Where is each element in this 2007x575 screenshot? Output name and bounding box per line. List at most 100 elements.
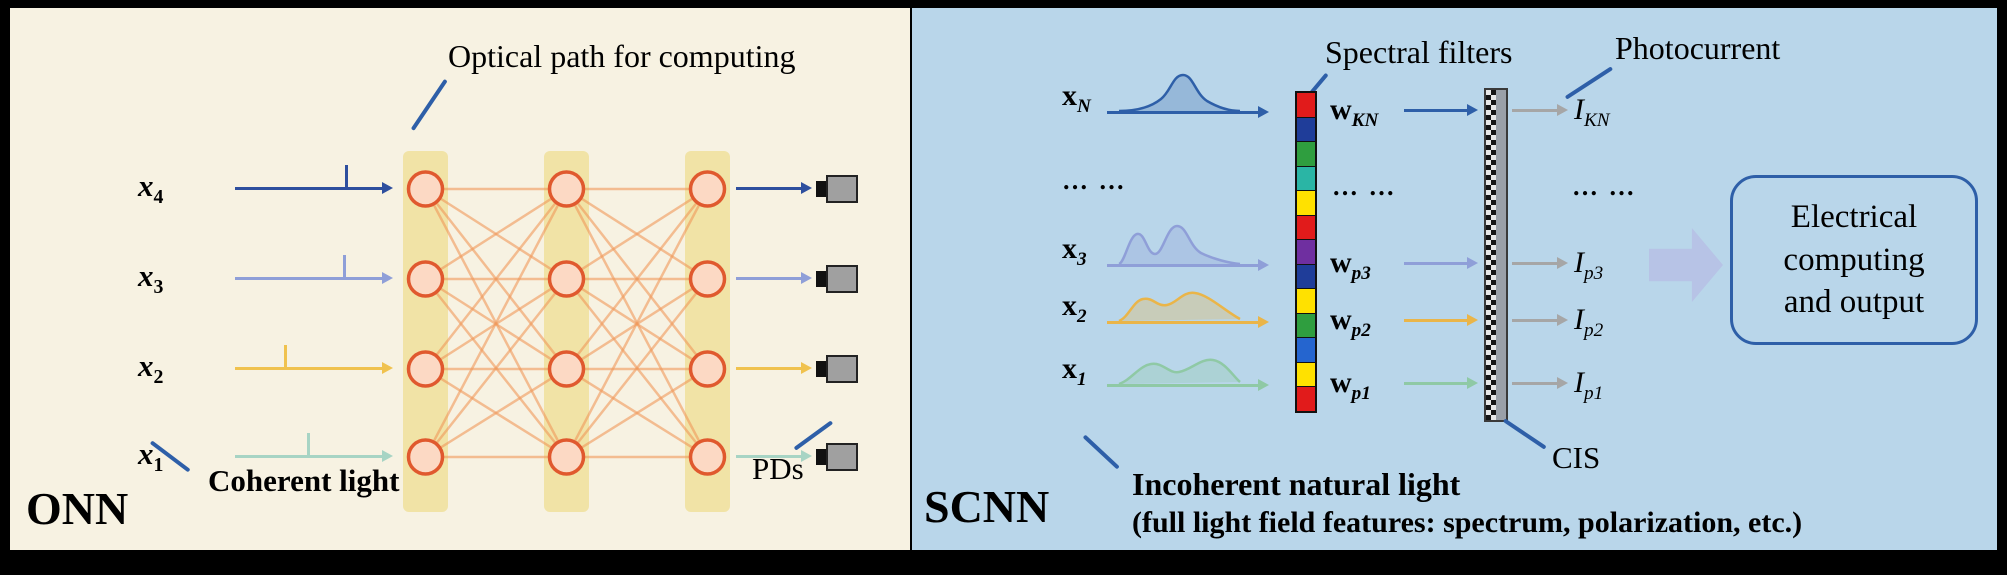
- w-base: w: [1330, 303, 1352, 336]
- onn-network: [406, 170, 727, 476]
- weight-label-wp3: wp3: [1330, 246, 1371, 283]
- input-label-base: x: [138, 436, 154, 471]
- weight-label-wp2: wp2: [1330, 303, 1371, 340]
- current-ellipsis: … …: [1572, 172, 1637, 201]
- spectrum-curve-x3: [1118, 224, 1241, 266]
- w-sub: KN: [1351, 110, 1379, 131]
- input-pulse-x3: [343, 255, 346, 277]
- block-arrow-icon: [1649, 228, 1723, 302]
- x-sub: 1: [1077, 369, 1087, 390]
- pd-stub: [816, 449, 826, 465]
- optical-path-label: Optical path for computing: [448, 38, 796, 74]
- weight-label-wp1: wp1: [1330, 366, 1371, 403]
- scnn-input-label-x1: x1: [1062, 352, 1087, 389]
- filter-cell: [1297, 142, 1315, 167]
- input-arrow-x3: [235, 272, 393, 284]
- x-sub: 2: [1077, 306, 1087, 327]
- pd-body: [826, 443, 858, 471]
- input-label-base: x: [138, 168, 154, 203]
- photocurrent-arrow-Ip2: [1512, 314, 1568, 326]
- input-label-sub: 3: [153, 276, 164, 299]
- i-sub: p3: [1584, 263, 1604, 284]
- coherent-light-label: Coherent light: [208, 463, 400, 498]
- filter-cell: [1297, 264, 1315, 290]
- input-label-sub: 2: [153, 366, 164, 389]
- cis-pointer-line: [1502, 418, 1547, 450]
- x-base: x: [1062, 289, 1077, 322]
- scnn-input-label-x2: x2: [1062, 289, 1087, 326]
- incoherent-light-label-line1: Incoherent natural light: [1132, 466, 1461, 502]
- input-pulse-x1: [307, 433, 310, 455]
- scnn-input-arrow-xN: [1107, 106, 1269, 118]
- filter-cell: [1297, 240, 1315, 265]
- pd-stub: [816, 271, 826, 287]
- cis-sensor-bar: [1484, 88, 1508, 422]
- w-base: w: [1330, 366, 1352, 399]
- filter-cell: [1297, 289, 1315, 314]
- photodetector-icon: [816, 443, 858, 471]
- input-label-x3: x3: [138, 258, 163, 297]
- pd-stub: [816, 361, 826, 377]
- x-base: x: [1062, 232, 1077, 265]
- output-arrow-4: [736, 450, 812, 462]
- current-label-Ip2: Ip2: [1574, 303, 1603, 340]
- pd-body: [826, 355, 858, 383]
- input-label-x4: x4: [138, 168, 163, 207]
- input-arrow-x2: [235, 362, 393, 374]
- pd-stub: [816, 181, 826, 197]
- photocurrent-arrow-Ip3: [1512, 257, 1568, 269]
- filter-cell: [1297, 387, 1315, 411]
- pd-body: [826, 175, 858, 203]
- filter-cell: [1297, 338, 1315, 363]
- x-base: x: [1062, 352, 1077, 385]
- spectral-filter-bar: [1295, 91, 1317, 413]
- onn-title: ONN: [26, 483, 129, 534]
- cis-pixel-pattern: [1486, 90, 1496, 420]
- pd-body: [826, 265, 858, 293]
- weight-arrow-wp2: [1404, 314, 1478, 326]
- scnn-title: SCNN: [924, 481, 1050, 532]
- input-label-base: x: [138, 348, 154, 383]
- input-label-base: x: [138, 258, 154, 293]
- incoherent-light-pointer-line: [1082, 434, 1120, 470]
- input-arrow-x4: [235, 182, 393, 194]
- input-label-sub: 4: [153, 186, 164, 209]
- spectral-filters-label: Spectral filters: [1325, 34, 1513, 70]
- x-base: x: [1062, 79, 1077, 112]
- input-label-sub: 1: [153, 454, 164, 477]
- pds-label: PDs: [752, 451, 804, 486]
- filter-cell: [1297, 93, 1315, 118]
- output-box-line: and output: [1783, 284, 1925, 321]
- incoherent-light-label-line2: (full light field features: spectrum, po…: [1132, 506, 1803, 539]
- cis-label: CIS: [1552, 440, 1601, 475]
- scnn-input-label-x3: x3: [1062, 232, 1087, 269]
- i-base: I: [1574, 303, 1584, 336]
- current-label-Ip1: Ip1: [1574, 366, 1603, 403]
- i-base: I: [1574, 366, 1584, 399]
- spectrum-curve-x1: [1118, 358, 1241, 386]
- input-pulse-x2: [284, 345, 287, 367]
- weight-arrow-wKN: [1404, 104, 1478, 116]
- output-box-line: Electrical: [1790, 198, 1918, 235]
- output-arrow-2: [736, 272, 812, 284]
- scnn-input-arrow-x2: [1107, 316, 1269, 328]
- w-sub: p1: [1351, 383, 1371, 404]
- output-arrow-1: [736, 182, 812, 194]
- input-ellipsis: … …: [1062, 166, 1127, 195]
- photocurrent-arrow-IKN: [1512, 104, 1568, 116]
- output-arrow-3: [736, 362, 812, 374]
- weight-arrow-wp1: [1404, 377, 1478, 389]
- w-base: w: [1330, 246, 1352, 279]
- filter-cell: [1297, 362, 1315, 388]
- current-label-IKN: IKN: [1574, 93, 1610, 130]
- scnn-input-arrow-x1: [1107, 379, 1269, 391]
- w-sub: p3: [1351, 263, 1371, 284]
- scnn-input-arrow-x3: [1107, 259, 1269, 271]
- filter-cell: [1297, 215, 1315, 241]
- i-sub: KN: [1584, 110, 1610, 131]
- onn-panel: Optical path for computing x4 x3 x2 x1 C…: [10, 8, 910, 550]
- x-sub: 3: [1077, 249, 1087, 270]
- photocurrent-label: Photocurrent: [1615, 30, 1781, 66]
- photocurrent-arrow-Ip1: [1512, 377, 1568, 389]
